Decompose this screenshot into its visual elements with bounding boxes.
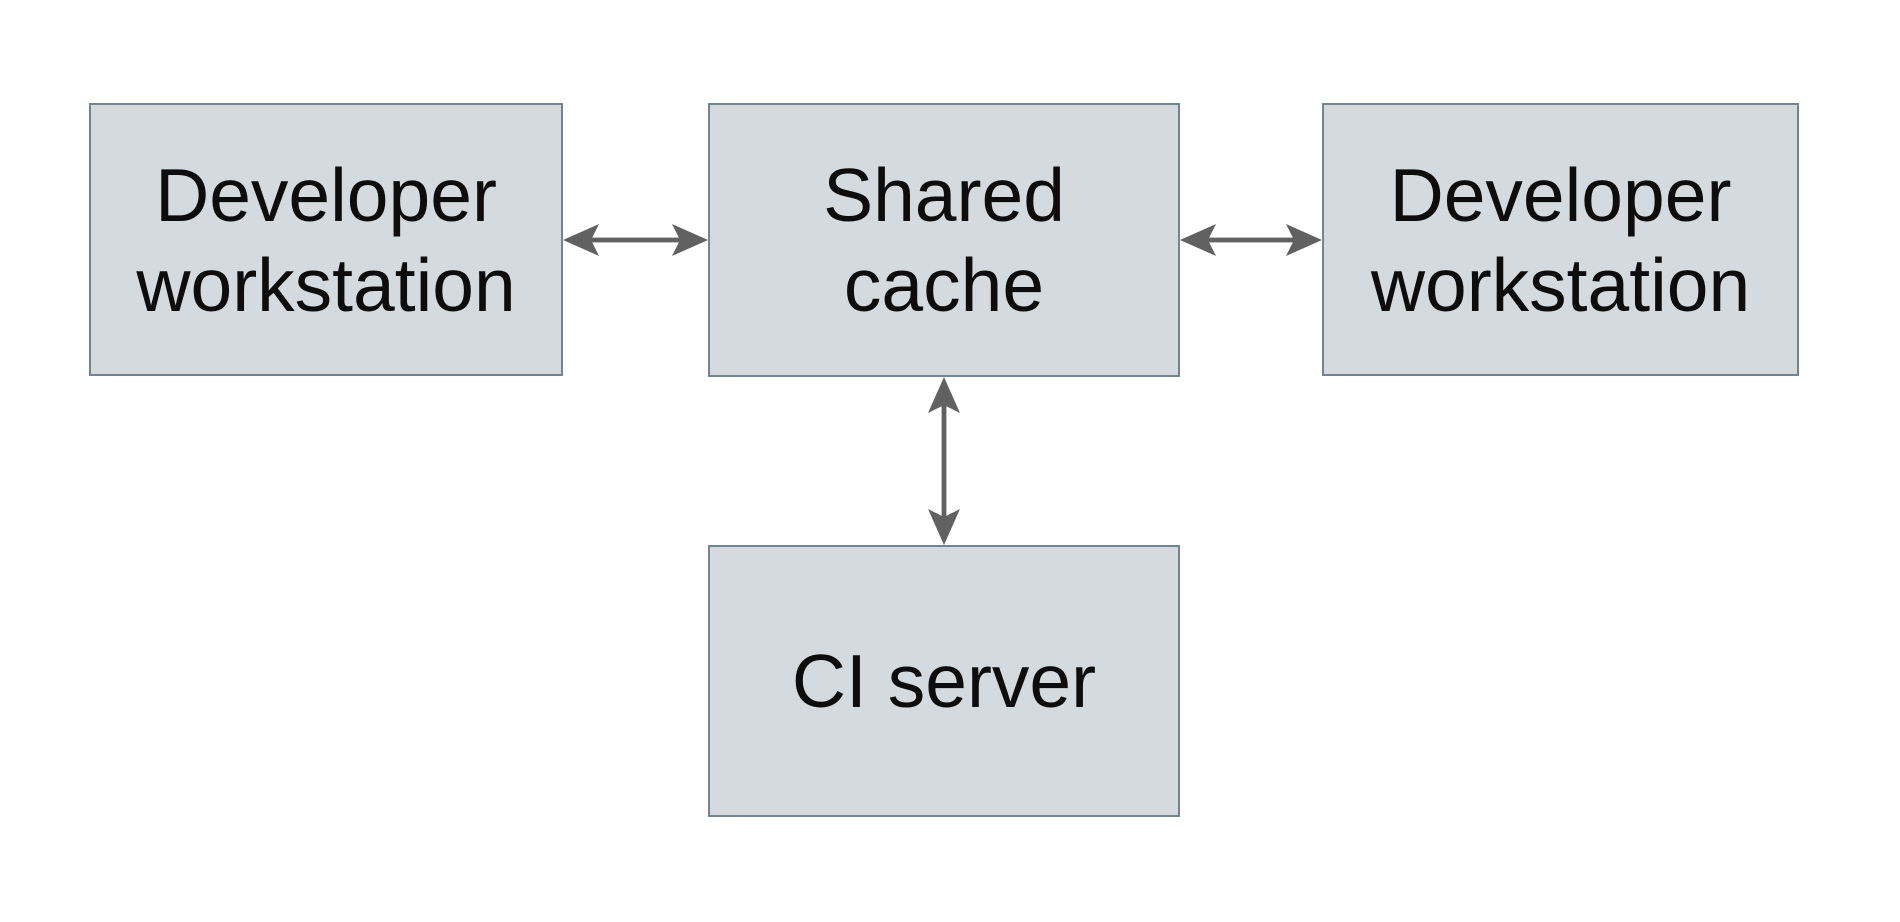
bidirectional-arrow-shared-cache-to-ci-server (924, 377, 964, 545)
node-developer-workstation-left-label: Developer workstation (136, 152, 516, 327)
bidirectional-arrow-workstation-left-to-shared-cache (563, 220, 708, 260)
node-shared-cache: Shared cache (708, 103, 1180, 377)
node-shared-cache-label: Shared cache (823, 153, 1065, 327)
node-developer-workstation-right-label: Developer workstation (1370, 152, 1751, 327)
node-ci-server: CI server (708, 545, 1180, 817)
double-arrow-horizontal-icon (563, 224, 708, 256)
double-arrow-vertical-icon (928, 377, 960, 545)
node-developer-workstation-right: Developer workstation (1322, 103, 1799, 376)
bidirectional-arrow-shared-cache-to-workstation-right (1180, 220, 1322, 260)
node-ci-server-label: CI server (791, 639, 1097, 723)
double-arrow-horizontal-icon (1180, 224, 1322, 256)
node-developer-workstation-left: Developer workstation (89, 103, 563, 376)
